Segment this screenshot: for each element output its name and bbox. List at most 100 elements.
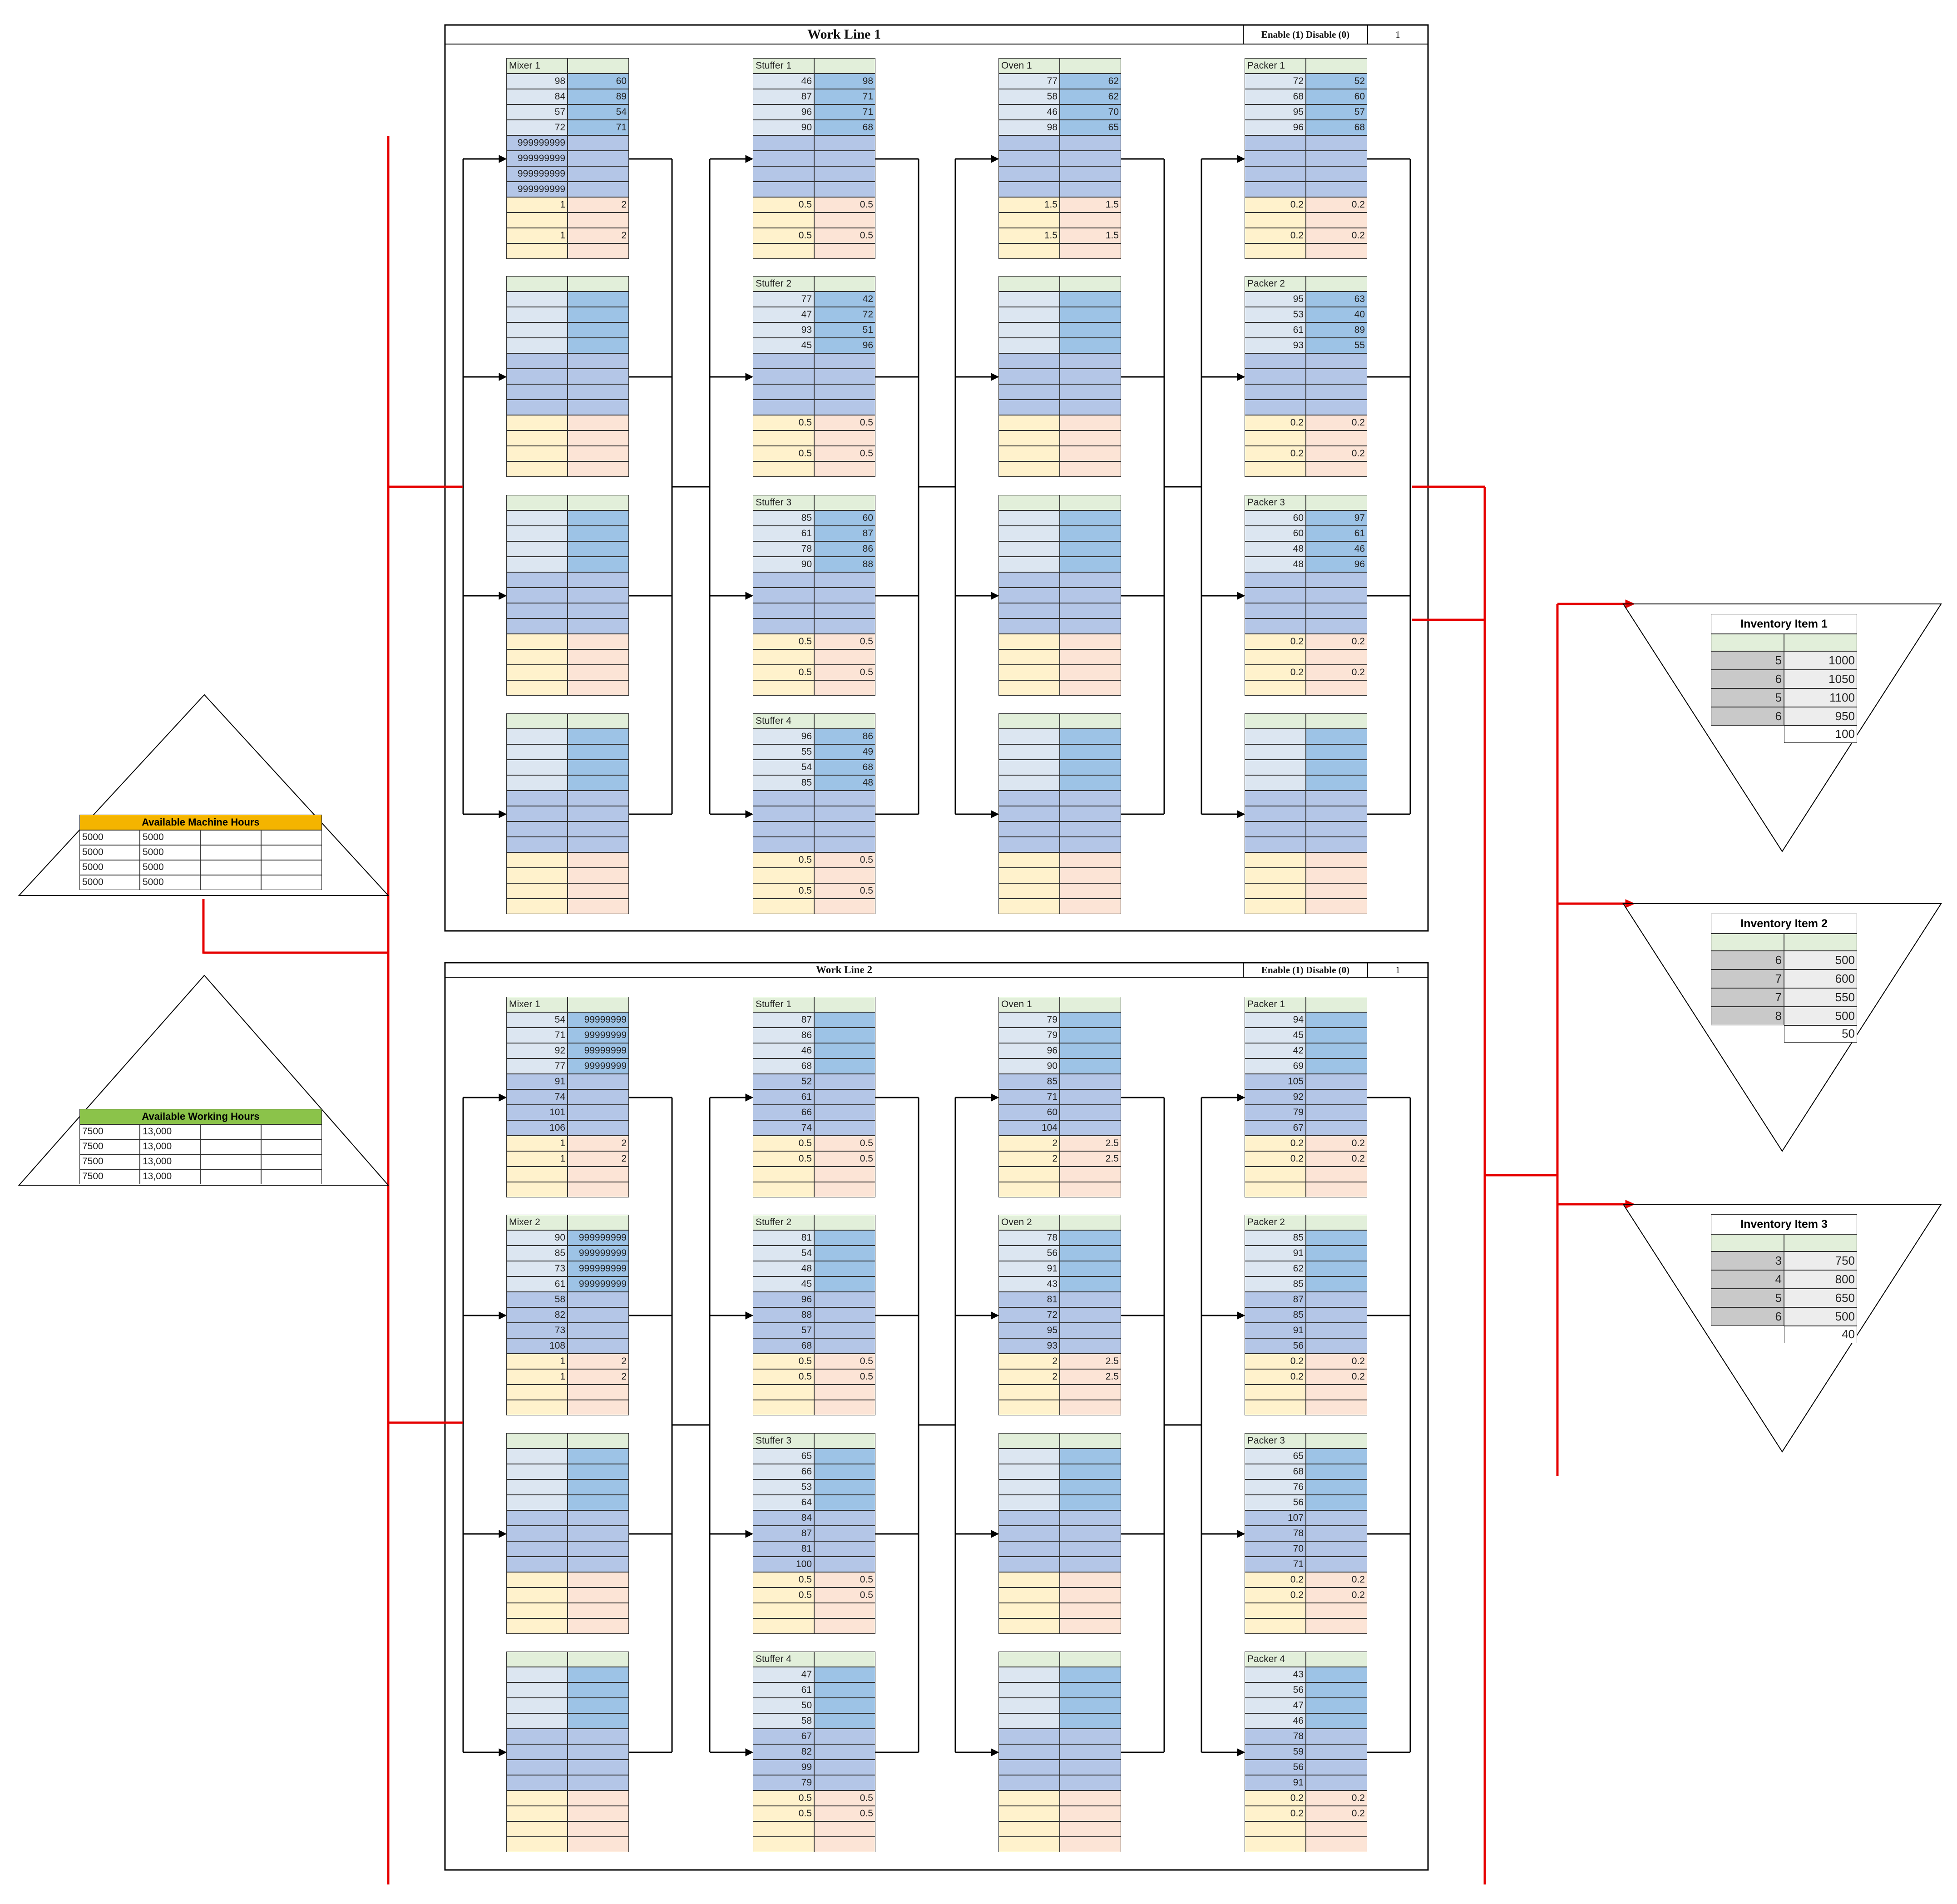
capacity-cell[interactable] — [1060, 821, 1121, 837]
capacity-cell[interactable] — [1060, 1464, 1121, 1479]
capacity-cell[interactable]: 87 — [753, 89, 814, 104]
capacity-cell[interactable]: 79 — [753, 1775, 814, 1790]
capacity-cell[interactable] — [568, 837, 629, 852]
time-cell[interactable] — [1306, 1821, 1367, 1837]
capacity-cell[interactable] — [568, 1510, 629, 1526]
time-cell[interactable] — [1060, 1821, 1121, 1837]
time-cell[interactable] — [1245, 899, 1306, 914]
capacity-cell[interactable] — [1245, 618, 1306, 634]
capacity-cell[interactable]: 48 — [814, 775, 875, 791]
header-cell[interactable] — [568, 997, 629, 1012]
capacity-cell[interactable] — [568, 166, 629, 182]
time-cell[interactable]: 0.2 — [1306, 665, 1367, 680]
capacity-cell[interactable]: 55 — [1306, 338, 1367, 353]
time-cell[interactable] — [506, 1587, 568, 1603]
time-cell[interactable] — [753, 649, 814, 665]
time-cell[interactable] — [753, 430, 814, 446]
capacity-cell[interactable] — [1060, 1089, 1121, 1105]
resource-hours-cell[interactable] — [200, 1124, 261, 1139]
resource-hours-cell[interactable] — [200, 845, 261, 860]
capacity-cell[interactable] — [814, 151, 875, 166]
time-cell[interactable]: 0.2 — [1306, 415, 1367, 430]
capacity-cell[interactable] — [1306, 1760, 1367, 1775]
time-cell[interactable] — [1060, 461, 1121, 477]
capacity-cell[interactable]: 85 — [998, 1074, 1060, 1089]
capacity-cell[interactable] — [1306, 1074, 1367, 1089]
time-cell[interactable] — [1060, 680, 1121, 696]
capacity-cell[interactable]: 78 — [998, 1230, 1060, 1246]
inventory-value-cell[interactable]: 1000 — [1784, 651, 1857, 670]
inventory-value-cell[interactable]: 800 — [1784, 1270, 1857, 1289]
capacity-cell[interactable] — [506, 603, 568, 618]
capacity-cell[interactable] — [998, 1557, 1060, 1572]
capacity-cell[interactable] — [568, 760, 629, 775]
capacity-cell[interactable]: 91 — [1245, 1775, 1306, 1790]
capacity-cell[interactable] — [568, 618, 629, 634]
capacity-cell[interactable] — [998, 1510, 1060, 1526]
capacity-cell[interactable]: 90 — [753, 557, 814, 572]
time-cell[interactable] — [814, 899, 875, 914]
capacity-cell[interactable] — [568, 1557, 629, 1572]
capacity-cell[interactable] — [1060, 307, 1121, 322]
capacity-cell[interactable] — [506, 1541, 568, 1557]
capacity-cell[interactable] — [998, 791, 1060, 806]
capacity-cell[interactable] — [814, 384, 875, 400]
capacity-cell[interactable] — [1245, 384, 1306, 400]
capacity-cell[interactable] — [814, 1464, 875, 1479]
capacity-cell[interactable] — [814, 1526, 875, 1541]
capacity-cell[interactable] — [814, 166, 875, 182]
capacity-cell[interactable]: 88 — [814, 557, 875, 572]
machine-label[interactable] — [506, 495, 568, 510]
capacity-cell[interactable] — [1306, 151, 1367, 166]
capacity-cell[interactable] — [998, 1729, 1060, 1744]
time-cell[interactable] — [1245, 1837, 1306, 1852]
capacity-cell[interactable] — [1060, 1682, 1121, 1698]
capacity-cell[interactable] — [1245, 166, 1306, 182]
resource-hours-cell[interactable]: 7500 — [79, 1124, 140, 1139]
time-cell[interactable] — [1245, 868, 1306, 883]
capacity-cell[interactable]: 999999999 — [568, 1246, 629, 1261]
time-cell[interactable] — [1306, 899, 1367, 914]
time-cell[interactable] — [1060, 243, 1121, 259]
time-cell[interactable] — [814, 1385, 875, 1400]
time-cell[interactable] — [998, 868, 1060, 883]
machine-label[interactable] — [998, 1652, 1060, 1667]
capacity-cell[interactable]: 105 — [1245, 1074, 1306, 1089]
capacity-cell[interactable] — [568, 1479, 629, 1495]
time-cell[interactable] — [1060, 430, 1121, 446]
capacity-cell[interactable] — [506, 1449, 568, 1464]
inventory-value-cell[interactable]: 1100 — [1784, 688, 1857, 707]
capacity-cell[interactable] — [1306, 1682, 1367, 1698]
capacity-cell[interactable]: 56 — [1245, 1495, 1306, 1510]
capacity-cell[interactable] — [1060, 1230, 1121, 1246]
capacity-cell[interactable] — [1306, 806, 1367, 821]
capacity-cell[interactable] — [753, 588, 814, 603]
capacity-cell[interactable] — [753, 572, 814, 588]
capacity-cell[interactable] — [814, 1028, 875, 1043]
capacity-cell[interactable]: 68 — [753, 1058, 814, 1074]
time-cell[interactable] — [1060, 446, 1121, 461]
time-cell[interactable] — [998, 1837, 1060, 1852]
time-cell[interactable] — [568, 899, 629, 914]
time-cell[interactable] — [998, 1603, 1060, 1618]
time-cell[interactable] — [506, 1167, 568, 1182]
capacity-cell[interactable]: 46 — [753, 74, 814, 89]
time-cell[interactable]: 0.5 — [753, 1136, 814, 1151]
capacity-cell[interactable] — [506, 1557, 568, 1572]
header-cell[interactable] — [814, 713, 875, 729]
time-cell[interactable]: 0.5 — [753, 634, 814, 649]
header-cell[interactable] — [1060, 1433, 1121, 1449]
time-cell[interactable]: 0.2 — [1245, 415, 1306, 430]
capacity-cell[interactable] — [1060, 166, 1121, 182]
capacity-cell[interactable]: 56 — [1245, 1682, 1306, 1698]
capacity-cell[interactable]: 89 — [1306, 322, 1367, 338]
machine-label[interactable] — [1245, 713, 1306, 729]
capacity-cell[interactable] — [506, 1479, 568, 1495]
header-cell[interactable] — [814, 1652, 875, 1667]
capacity-cell[interactable] — [1306, 603, 1367, 618]
capacity-cell[interactable] — [998, 1541, 1060, 1557]
time-cell[interactable]: 1.5 — [1060, 228, 1121, 243]
time-cell[interactable]: 0.5 — [753, 665, 814, 680]
time-cell[interactable] — [1245, 1821, 1306, 1837]
capacity-cell[interactable] — [568, 1338, 629, 1354]
